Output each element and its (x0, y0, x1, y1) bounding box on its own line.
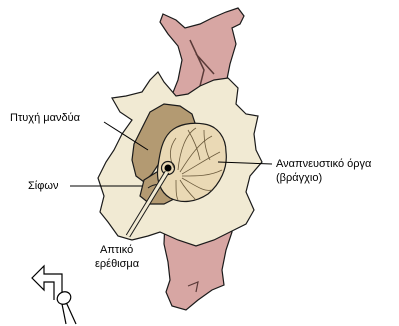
label-tactile-line1: Απτικό (100, 244, 133, 257)
arrow-icon (32, 266, 62, 300)
label-respiratory-organ-line1: Αναπνευστικό όργα (276, 158, 371, 171)
label-mantle-fold: Πτυχή μανδύα (10, 112, 80, 125)
label-siphon: Σίφων (28, 180, 58, 193)
label-tactile-line2: ερέθισμα (95, 258, 139, 271)
siphon-opening (165, 165, 172, 172)
label-respiratory-organ-line2: (βράγχιο) (276, 172, 322, 185)
